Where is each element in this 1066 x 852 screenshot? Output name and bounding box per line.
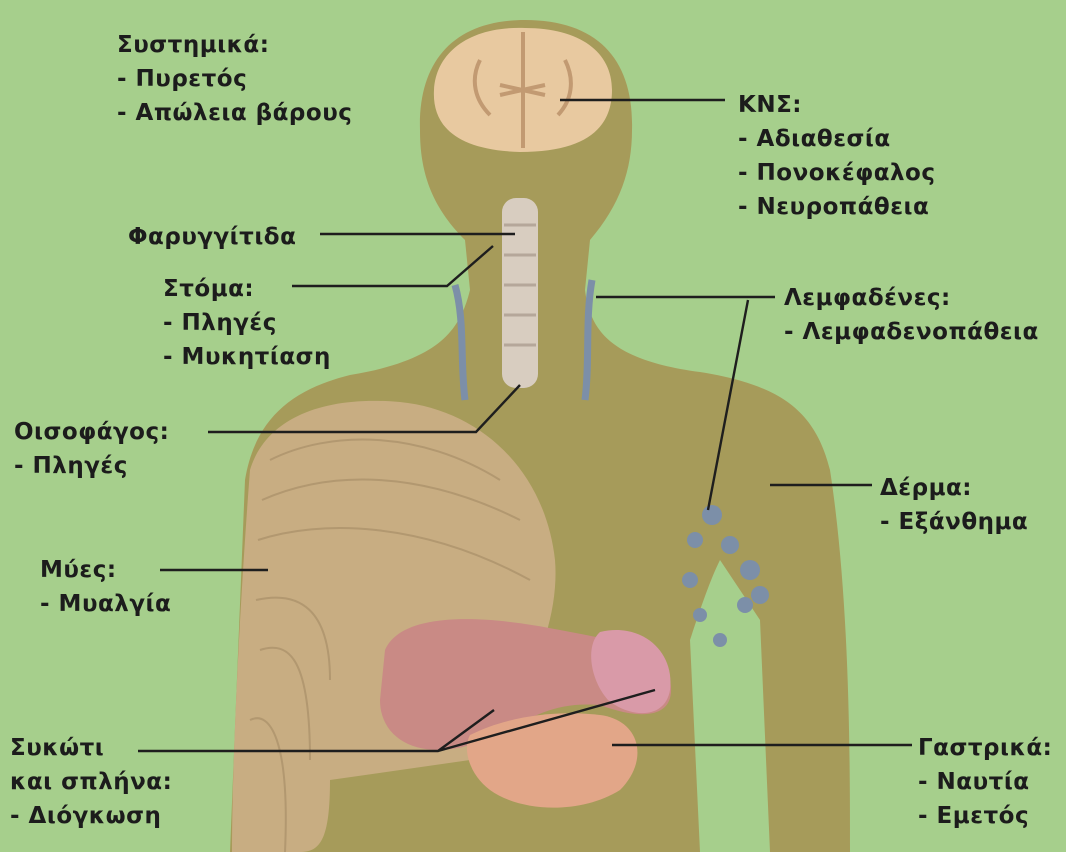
label-liver-spleen: Συκώτι και σπλήνα: - Διόγκωση [10,731,172,833]
label-cns: ΚΝΣ: - Αδιαθεσία - Πονοκέφαλος - Νευροπά… [738,88,936,224]
label-cns-item: - Αδιαθεσία [738,122,936,156]
label-esophagus-item: - Πληγές [14,449,169,483]
label-muscles: Μύες: - Μυαλγία [40,553,171,621]
label-lymph-nodes: Λεμφαδένες: - Λεμφαδενοπάθεια [784,281,1039,349]
label-mouth-item: - Μυκητίαση [163,340,331,374]
label-cns-item: - Πονοκέφαλος [738,156,936,190]
label-cns-item: - Νευροπάθεια [738,190,936,224]
label-mouth: Στόμα: - Πληγές - Μυκητίαση [163,272,331,374]
label-gastric-title: Γαστρικά: [918,731,1052,765]
label-lymph-nodes-title: Λεμφαδένες: [784,281,1039,315]
label-mouth-item: - Πληγές [163,306,331,340]
label-systemic: Συστημικά: - Πυρετός - Απώλεια βάρους [117,28,352,130]
label-cns-title: ΚΝΣ: [738,88,936,122]
label-muscles-item: - Μυαλγία [40,587,171,621]
label-skin-title: Δέρμα: [880,471,1028,505]
label-systemic-title: Συστημικά: [117,28,352,62]
label-gastric-item: - Εμετός [918,799,1052,833]
label-gastric: Γαστρικά: - Ναυτία - Εμετός [918,731,1052,833]
label-liver-spleen-item: - Διόγκωση [10,799,172,833]
label-gastric-item: - Ναυτία [918,765,1052,799]
label-liver-spleen-title: Συκώτι [10,731,172,765]
label-lymph-nodes-item: - Λεμφαδενοπάθεια [784,315,1039,349]
label-esophagus-title: Οισοφάγος: [14,415,169,449]
label-skin: Δέρμα: - Εξάνθημα [880,471,1028,539]
label-muscles-title: Μύες: [40,553,171,587]
label-systemic-item: - Πυρετός [117,62,352,96]
label-systemic-item: - Απώλεια βάρους [117,96,352,130]
label-mouth-title: Στόμα: [163,272,331,306]
label-skin-item: - Εξάνθημα [880,505,1028,539]
label-pharyngitis-title: Φαρυγγίτιδα [128,220,296,254]
label-liver-spleen-item: και σπλήνα: [10,765,172,799]
label-pharyngitis: Φαρυγγίτιδα [128,220,296,254]
label-esophagus: Οισοφάγος: - Πληγές [14,415,169,483]
